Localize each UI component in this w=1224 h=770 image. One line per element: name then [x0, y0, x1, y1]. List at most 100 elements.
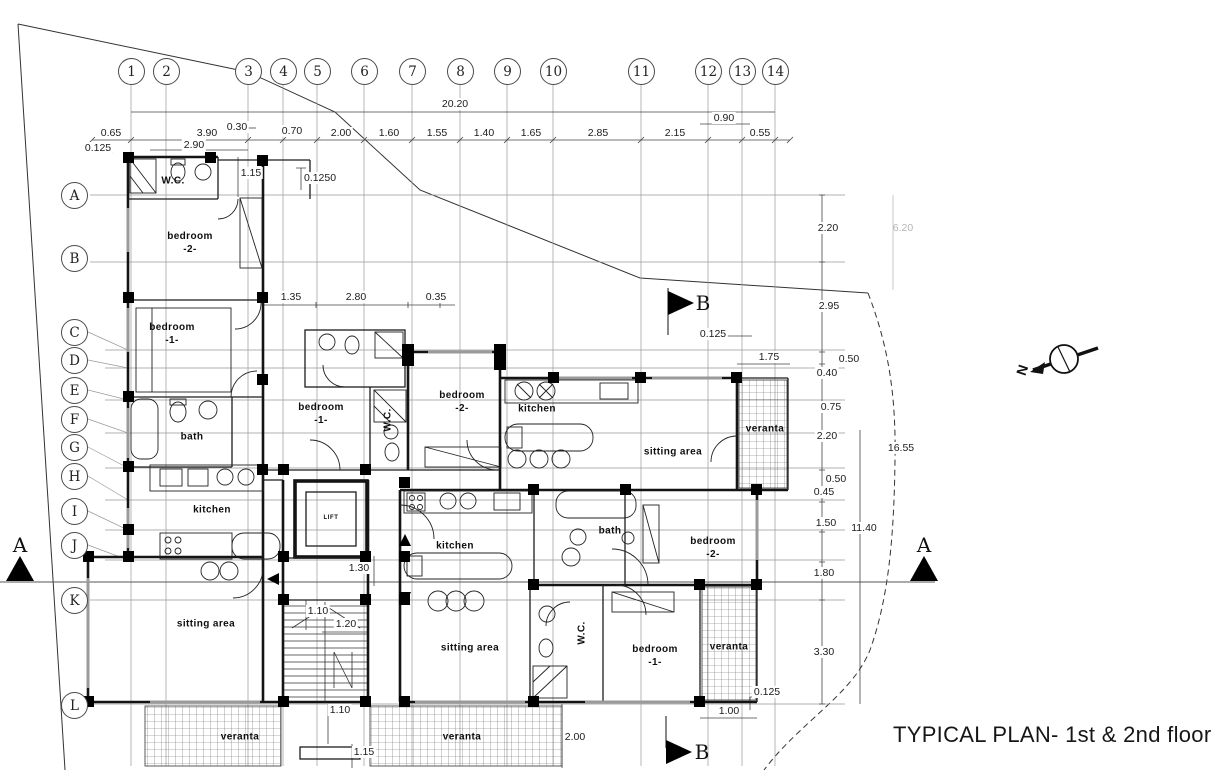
dim-label: 0.65 [98, 127, 124, 139]
room-label-kitchen: kitchen [436, 540, 474, 552]
dim-label: 0.125 [697, 328, 729, 340]
room-label-bedroom-1: bedroom-1- [632, 644, 678, 668]
structural-columns [83, 152, 762, 707]
fixtures [129, 158, 675, 699]
walls-thin [128, 157, 789, 760]
dim-label: 2.95 [816, 300, 842, 312]
dim-label: 3.30 [811, 646, 837, 658]
room-label-veranta: veranta [442, 731, 482, 743]
dim-label: 0.50 [823, 473, 849, 485]
dim-label: 0.40 [814, 367, 840, 379]
dim-label: 2.00 [562, 731, 588, 743]
dim-label: 2.15 [662, 127, 688, 139]
room-label-sitting-area: sitting area [643, 446, 703, 458]
grid-column-12: 12 [695, 58, 722, 85]
dim-label: 2.80 [343, 291, 369, 303]
dim-label: 1.15 [238, 167, 264, 179]
windows [86, 208, 759, 704]
direction-arrows [267, 534, 411, 604]
grid-row-g: G [61, 434, 88, 461]
grid-column-4: 4 [270, 58, 297, 85]
room-label-kitchen: kitchen [518, 403, 556, 415]
veranda-hatch [144, 379, 788, 767]
dim-label: 0.35 [423, 291, 449, 303]
dim-label: 1.50 [813, 517, 839, 529]
room-label-kitchen: kitchen [193, 504, 231, 516]
dim-label: 1.30 [346, 562, 372, 574]
room-label-sitting-area: sitting area [440, 642, 500, 654]
section-label-a-left: A [12, 533, 28, 557]
dim-label: 0.50 [836, 353, 862, 365]
dim-label: 1.15 [351, 746, 377, 758]
dim-label: 1.00 [716, 705, 742, 717]
room-label-sitting-area: sitting area [176, 618, 236, 630]
grid-column-1: 1 [118, 58, 145, 85]
room-label-lift: LIFT [323, 515, 339, 522]
room-label-bath: bath [180, 431, 204, 443]
grid-row-j: J [61, 532, 88, 559]
grid-row-b: B [61, 245, 88, 272]
dim-label: 2.00 [328, 127, 354, 139]
section-marker-b-bottom [665, 716, 692, 764]
dim-label: 0.70 [279, 125, 305, 137]
grid-column-11: 11 [628, 58, 655, 85]
door-arcs [217, 198, 738, 627]
room-label-veranta: veranta [709, 641, 749, 653]
dim-label: 2.85 [585, 127, 611, 139]
dim-label: 0.45 [811, 486, 837, 498]
dim-label: 0.55 [747, 127, 773, 139]
dim-label: 1.75 [756, 351, 782, 363]
room-label-bedroom-1: bedroom-1- [298, 402, 344, 426]
grid-row-l: L [61, 692, 88, 719]
grid-lines [87, 85, 845, 766]
dim-label-faint: 6.20 [892, 222, 914, 234]
grid-row-c: C [61, 319, 88, 346]
grid-column-8: 8 [447, 58, 474, 85]
dim-label: 1.65 [518, 127, 544, 139]
grid-column-3: 3 [235, 58, 262, 85]
section-marker-a-left [6, 556, 34, 581]
room-label-bedroom-2: bedroom-2- [439, 390, 485, 414]
room-label-wc: W.C. [161, 175, 185, 187]
room-label-bedroom-2: bedroom-2- [690, 536, 736, 560]
room-label-bath: bath [598, 525, 622, 537]
grid-column-10: 10 [540, 58, 567, 85]
dim-label: 3.90 [194, 127, 220, 139]
dim-label: 0.125 [82, 142, 114, 154]
grid-row-i: I [61, 498, 88, 525]
north-arrow [1030, 344, 1099, 374]
dim-label: 1.35 [278, 291, 304, 303]
dim-label: 11.40 [849, 522, 879, 534]
room-label-veranta: veranta [745, 423, 785, 435]
dim-label: 0.90 [711, 112, 737, 124]
dim-label: 1.40 [471, 127, 497, 139]
room-label-bedroom-2: bedroom-2- [167, 231, 213, 255]
room-label-wc: W.C. [576, 621, 588, 645]
grid-column-14: 14 [762, 58, 789, 85]
grid-row-k: K [61, 587, 88, 614]
dim-label: 0.30 [224, 121, 250, 133]
dim-label: 1.10 [305, 605, 331, 617]
grid-column-13: 13 [729, 58, 756, 85]
grid-column-5: 5 [304, 58, 331, 85]
drawing-title: TYPICAL PLAN- 1st & 2nd floor [893, 722, 1212, 747]
dim-label: 2.20 [815, 222, 841, 234]
room-label-veranta: veranta [220, 731, 260, 743]
grid-row-a: A [61, 182, 88, 209]
dim-overall-width: 20.20 [439, 98, 471, 110]
section-label-b-bottom: B [694, 740, 710, 764]
section-label-b-top: B [695, 291, 711, 315]
stairs [284, 602, 367, 702]
dim-label: 1.80 [811, 567, 837, 579]
grid-row-d: D [61, 347, 88, 374]
room-label-wc: W.C. [382, 408, 394, 432]
grid-column-7: 7 [399, 58, 426, 85]
grid-row-f: F [61, 406, 88, 433]
dim-label: 2.90 [181, 139, 207, 151]
dim-label: 0.1250 [301, 172, 339, 184]
grid-column-6: 6 [351, 58, 378, 85]
dim-label: 2.20 [814, 430, 840, 442]
section-marker-a-right [910, 556, 938, 581]
